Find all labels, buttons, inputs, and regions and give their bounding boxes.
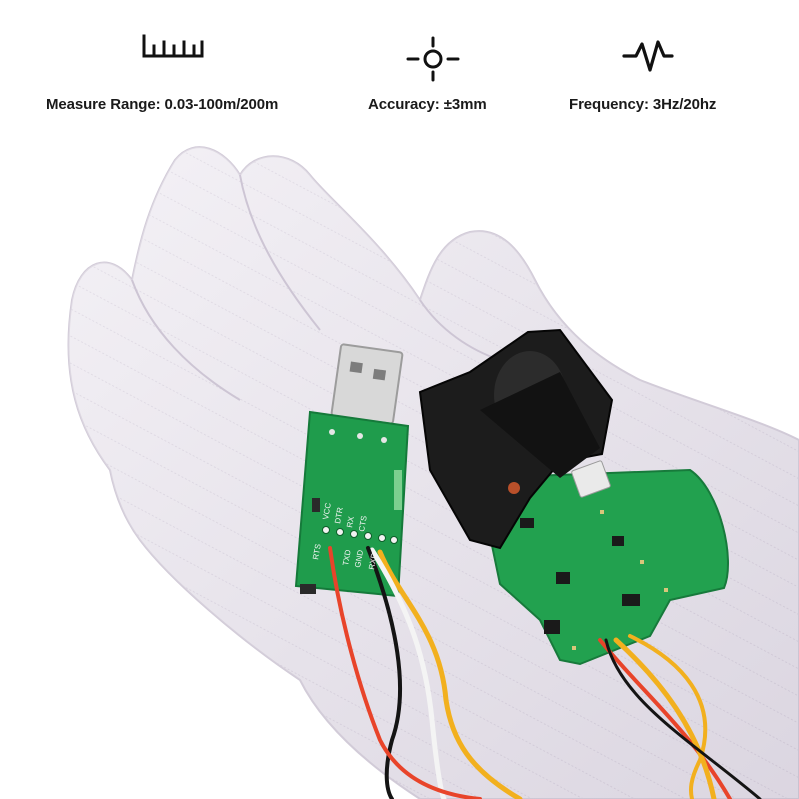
pin-label: DTR	[333, 506, 345, 524]
pin-label: RX	[345, 515, 356, 528]
ruler-icon	[142, 34, 204, 58]
pin-label: RTS	[311, 543, 323, 560]
pin-label: VCC	[321, 502, 333, 520]
connection-wires	[328, 546, 762, 799]
crosshair-icon	[406, 36, 460, 82]
pin-label: CTS	[357, 515, 369, 532]
pin-label: GND	[353, 549, 365, 568]
pulse-wave-icon	[622, 40, 674, 72]
pin-label: TXD	[341, 549, 353, 567]
laser-module	[418, 328, 729, 666]
pin-label: RXD	[367, 552, 379, 570]
frequency-label: Frequency: 3Hz/20hz	[569, 96, 717, 113]
accuracy-label: Accuracy: ±3mm	[368, 96, 487, 113]
measure-range-label: Measure Range: 0.03-100m/200m	[46, 96, 279, 113]
